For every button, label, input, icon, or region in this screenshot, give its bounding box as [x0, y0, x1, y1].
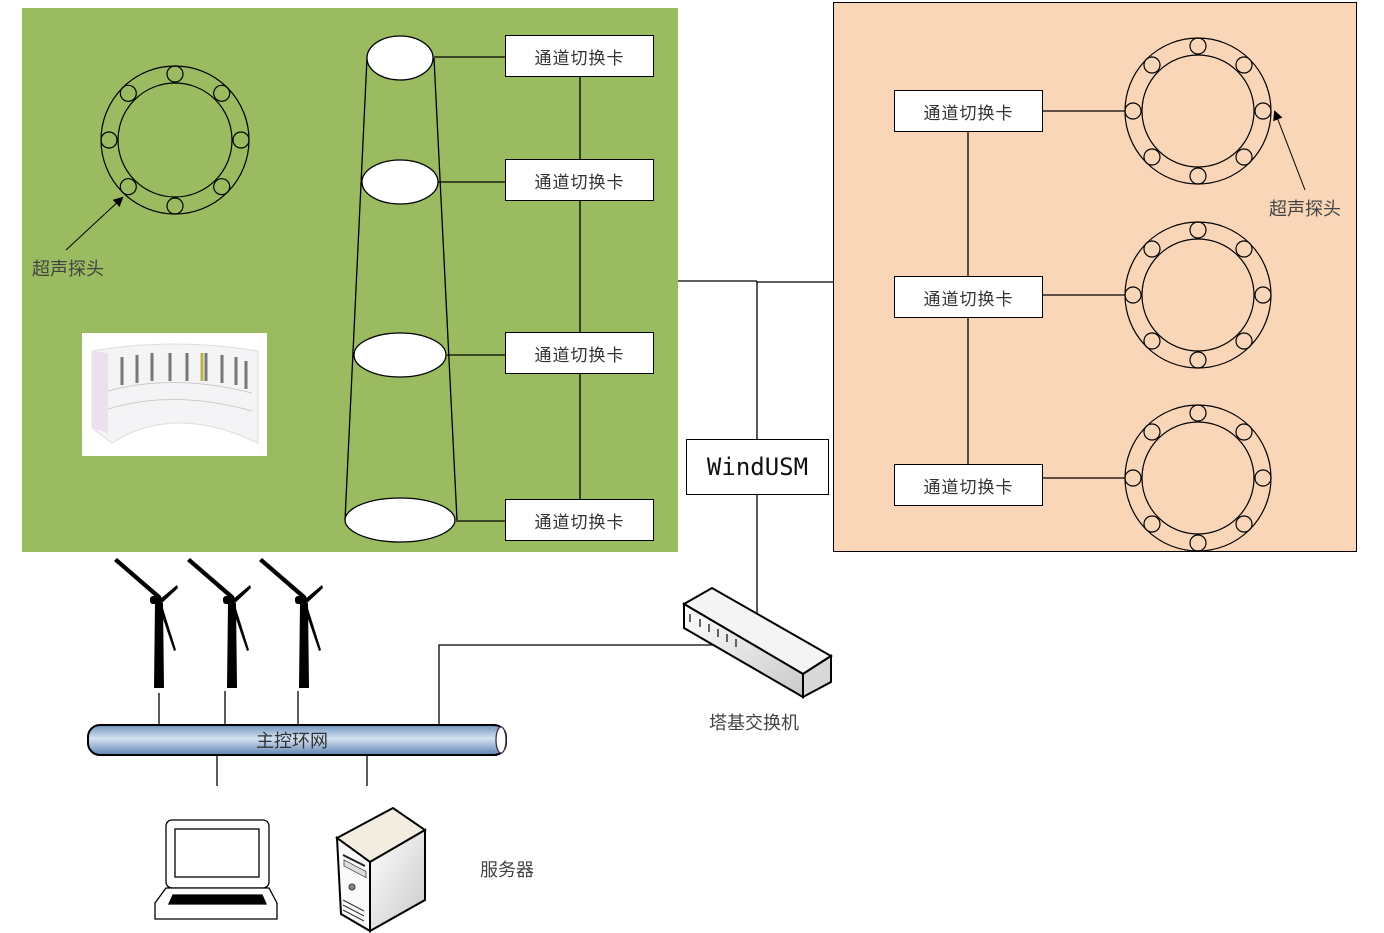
ultrasonic-probe [166, 197, 184, 215]
left-tower-panel [22, 8, 678, 552]
tower-section-4 [344, 497, 456, 543]
ultrasonic-probe [1189, 534, 1207, 552]
server-label: 服务器 [480, 860, 534, 881]
ultrasonic-probe [1189, 351, 1207, 369]
probe-arrow-left [65, 196, 124, 251]
tower-switch-label: 塔基交换机 [709, 713, 799, 734]
flange-ring-right-1 [1124, 37, 1272, 185]
tower-switch-icon [682, 586, 833, 699]
ring-network-pipe [87, 724, 507, 756]
flange-ring-right-2 [1124, 221, 1272, 369]
server-icon [335, 806, 427, 933]
channel-switch-card-right-2: 通道切换卡 [894, 276, 1043, 318]
ultrasonic-probe [1189, 167, 1207, 185]
ultrasonic-probe [1235, 332, 1253, 350]
ultrasonic-probe [1235, 423, 1253, 441]
ultrasonic-probe [1254, 469, 1272, 487]
ultrasonic-probe [1143, 240, 1161, 258]
ultrasonic-probe [1254, 286, 1272, 304]
tower-section-1 [366, 35, 434, 81]
tower-section-3 [353, 332, 447, 378]
flange-ring-right-3 [1124, 404, 1272, 552]
ultrasonic-probe [1143, 148, 1161, 166]
ultrasonic-probe [213, 84, 231, 102]
flange-bolt-photo [82, 333, 267, 456]
ultrasonic-probe [119, 84, 137, 102]
ultrasonic-probe [1143, 332, 1161, 350]
channel-switch-card-left-3: 通道切换卡 [505, 332, 654, 374]
ultrasonic-probe [1124, 469, 1142, 487]
channel-switch-card-right-3: 通道切换卡 [894, 464, 1043, 506]
probe-label-right: 超声探头 [1269, 199, 1341, 220]
ultrasonic-probe [100, 131, 118, 149]
ultrasonic-probe [1235, 56, 1253, 74]
ultrasonic-probe [1189, 221, 1207, 239]
ultrasonic-probe [1143, 515, 1161, 533]
probe-arrow-right [1273, 110, 1306, 191]
wind-turbine-icon [259, 558, 323, 688]
laptop-icon [154, 819, 278, 920]
windusm-box: WindUSM [686, 439, 829, 495]
probe-label-left: 超声探头 [32, 259, 104, 280]
ultrasonic-probe [1235, 515, 1253, 533]
ultrasonic-probe [1189, 404, 1207, 422]
ultrasonic-probe [119, 178, 137, 196]
ultrasonic-probe [1235, 240, 1253, 258]
channel-switch-card-left-2: 通道切换卡 [505, 159, 654, 201]
ultrasonic-probe [1124, 102, 1142, 120]
ultrasonic-probe [1254, 102, 1272, 120]
ultrasonic-probe [213, 178, 231, 196]
wind-turbine-icon [187, 558, 251, 688]
ultrasonic-probe [1189, 37, 1207, 55]
channel-switch-card-left-4: 通道切换卡 [505, 499, 654, 541]
ultrasonic-probe [1143, 423, 1161, 441]
wind-turbines [114, 558, 323, 688]
ultrasonic-probe [1235, 148, 1253, 166]
channel-switch-card-right-1: 通道切换卡 [894, 90, 1043, 132]
ring-network-label: 主控环网 [256, 731, 328, 752]
flange-ring-left [100, 65, 250, 215]
channel-switch-card-left-1: 通道切换卡 [505, 35, 654, 77]
tower-section-2 [361, 159, 439, 205]
tower-cylinder [344, 35, 458, 543]
left-card-connectors [434, 56, 581, 522]
ultrasonic-probe [1143, 56, 1161, 74]
network-wiring [158, 110, 1125, 786]
wind-turbine-icon [114, 558, 178, 688]
ultrasonic-probe [166, 65, 184, 83]
ultrasonic-probe [1124, 286, 1142, 304]
ultrasonic-probe [232, 131, 250, 149]
